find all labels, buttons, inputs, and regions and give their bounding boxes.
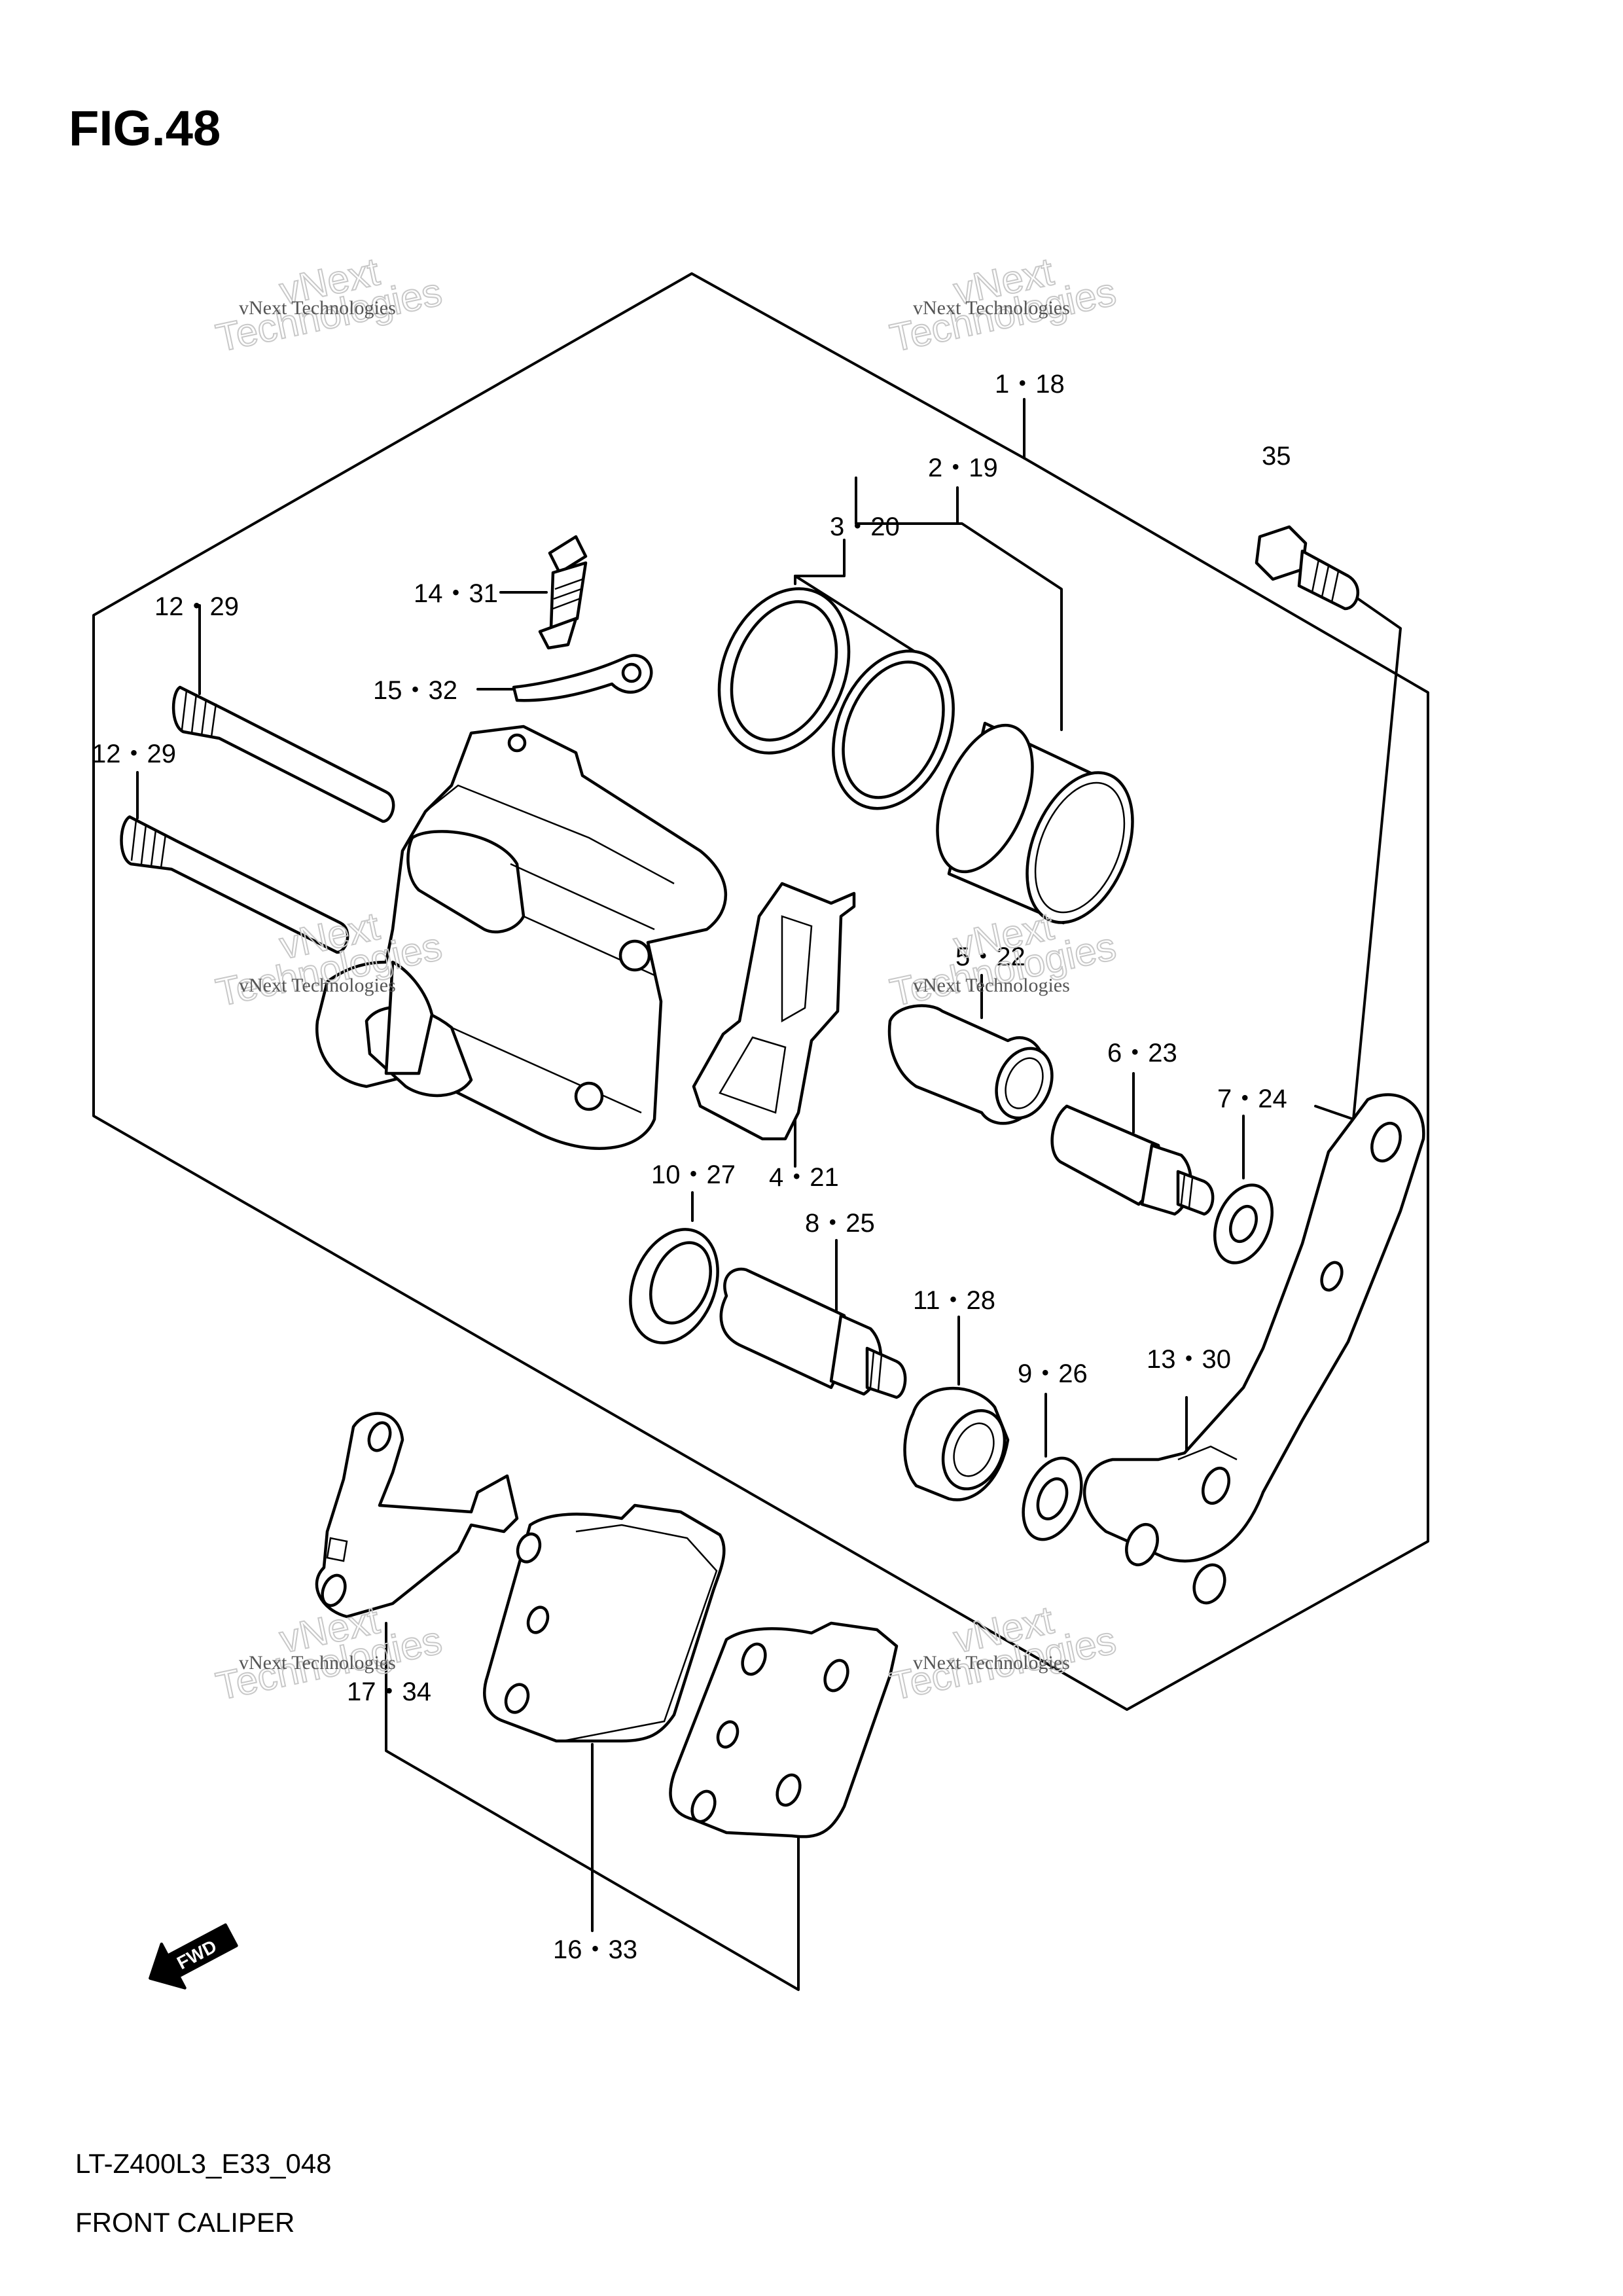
callout-12-upper: 12・29 [154, 592, 239, 621]
svg-text:vNext Technologies: vNext Technologies [913, 975, 1070, 996]
svg-text:vNext Technologies: vNext Technologies [913, 1652, 1070, 1674]
callout-16: 16・33 [553, 1935, 637, 1964]
callout-8: 8・25 [805, 1209, 875, 1238]
callout-4: 4・21 [769, 1163, 839, 1192]
piston-part [936, 721, 1134, 925]
boot-lower-part [903, 1387, 1010, 1501]
callout-14: 14・31 [414, 579, 498, 608]
callout-labels: 1・18 2・19 3・20 35 14・31 12・29 15・32 12・2… [92, 370, 1291, 1964]
callout-7: 7・24 [1217, 1085, 1287, 1113]
svg-text:vNext Technologies: vNext Technologies [239, 297, 396, 319]
callout-11: 11・28 [913, 1286, 995, 1315]
assembly-boundary [92, 272, 1429, 1711]
svg-text:vNext Technologies: vNext Technologies [239, 975, 396, 996]
fwd-arrow-icon: FWD [149, 1923, 238, 1990]
leader-lines [136, 398, 1402, 1991]
callout-9: 9・26 [1018, 1359, 1088, 1388]
callout-12-lower: 12・29 [92, 740, 176, 768]
svg-text:vNext Technologies: vNext Technologies [239, 1652, 396, 1674]
callout-13: 13・30 [1147, 1345, 1231, 1374]
washer-lower-part [1022, 1456, 1083, 1541]
callout-15: 15・32 [373, 676, 457, 705]
brake-pad-rear-part [483, 1503, 726, 1743]
svg-text:vNext Technologies: vNext Technologies [913, 297, 1070, 319]
washer-upper-part [1213, 1183, 1274, 1265]
caliper-pin-lower [120, 815, 349, 954]
callout-10: 10・27 [651, 1160, 736, 1189]
slide-pin-part [1050, 1104, 1215, 1216]
caliper-pin-upper [171, 685, 395, 823]
callout-3: 3・20 [830, 512, 900, 541]
bleeder-screw-part [538, 535, 588, 650]
figure-caption: FRONT CALIPER [75, 2207, 294, 2238]
callout-35: 35 [1262, 442, 1291, 471]
callout-17: 17・34 [347, 1677, 431, 1706]
pad-shim-part [315, 1412, 519, 1619]
dust-seal-part [832, 649, 955, 810]
mounting-bolt-part [1255, 525, 1360, 611]
piston-seal-part [717, 587, 851, 755]
callout-5: 5・22 [955, 942, 1026, 971]
bleeder-cap-part [512, 654, 653, 702]
pin-boot-part [887, 1004, 1054, 1125]
brake-pad-front-part [669, 1621, 899, 1839]
slide-pin-lower-part [719, 1267, 907, 1399]
callout-6: 6・23 [1107, 1039, 1177, 1067]
model-code: LT-Z400L3_E33_048 [75, 2148, 332, 2179]
callout-2: 2・19 [928, 454, 998, 482]
callout-1: 1・18 [995, 370, 1065, 399]
caliper-body-part [315, 725, 728, 1150]
pad-spring-part [692, 882, 856, 1141]
caliper-bracket-part [1082, 1093, 1425, 1605]
boot-upper-part [629, 1228, 719, 1344]
figure-title: FIG.48 [69, 101, 221, 156]
